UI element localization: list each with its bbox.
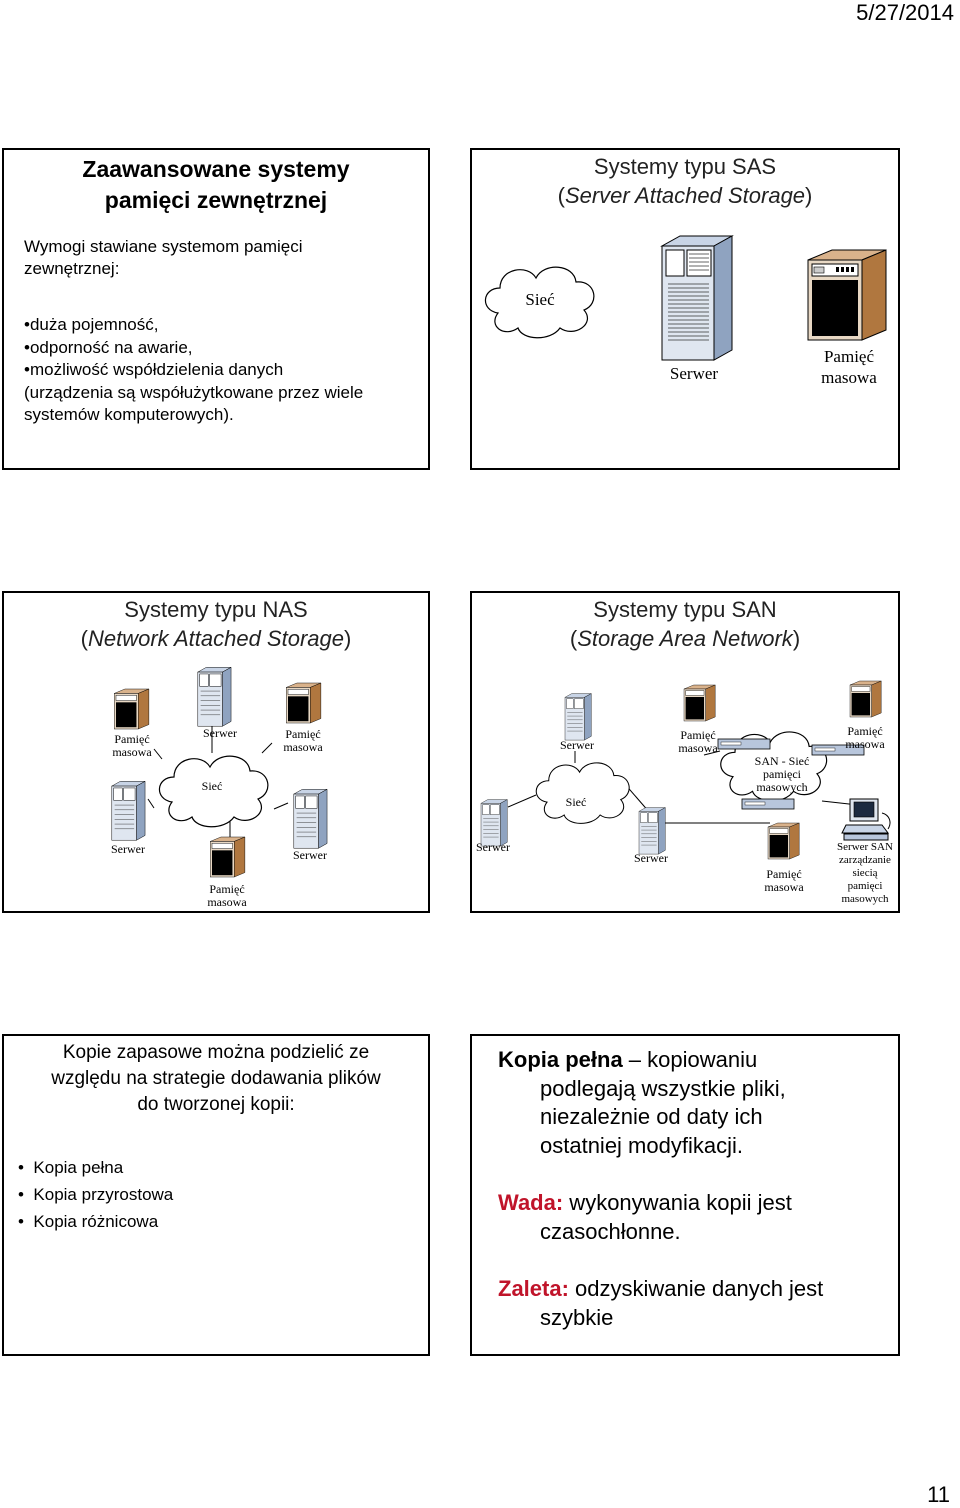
server-tower-icon — [564, 693, 592, 741]
server-tower-icon — [638, 807, 666, 855]
switch-icon — [811, 744, 865, 756]
slide-advanced-storage: Zaawansowane systemy pamięci zewnętrznej… — [2, 148, 430, 470]
server-label: Serwer — [634, 851, 668, 865]
bullet-icon: • — [18, 1212, 34, 1231]
switch-icon — [717, 738, 771, 750]
list-item: •możliwość współdzielenia danych — [24, 360, 284, 379]
server-tower-icon — [660, 235, 734, 361]
network-label: Sieć — [525, 290, 555, 309]
network-label: Sieć — [201, 779, 223, 793]
server-label: Serwer — [203, 726, 237, 740]
storage-cabinet-icon — [210, 836, 246, 878]
server-label: Serwer — [560, 738, 594, 752]
cloud-icon — [484, 266, 595, 339]
slide-san: Systemy typu SAN (Storage Area Network) … — [470, 591, 900, 913]
slide-nas: Systemy typu NAS (Network Attached Stora… — [2, 591, 430, 913]
slide-title: Zaawansowane systemy pamięci zewnętrznej — [82, 156, 350, 213]
date-header: 5/27/2014 — [856, 0, 954, 25]
server-label: Serwer — [476, 840, 510, 854]
slide-title: Kopie zapasowe można podzielić ze względ… — [51, 1042, 381, 1115]
network-label: Sieć — [565, 795, 587, 809]
slide-title: Systemy typu NAS (Network Attached Stora… — [80, 597, 352, 651]
slide-backup-types: Kopie zapasowe można podzielić ze względ… — [2, 1034, 430, 1356]
advantage-text: Zaleta: odzyskiwanie danych jest szybkie — [498, 1276, 824, 1330]
list-item: • Kopia przyrostowa — [18, 1185, 174, 1204]
server-tower-icon — [196, 666, 232, 727]
requirements-list: •duża pojemność, •odporność na awarie, •… — [24, 314, 363, 427]
server-tower-icon — [110, 780, 146, 841]
full-backup-definition: Kopia pełna – kopiowaniu podlegają wszys… — [498, 1047, 786, 1158]
bullet-icon: • — [18, 1185, 34, 1204]
storage-cabinet-icon — [849, 680, 882, 718]
list-item: • Kopia pełna — [18, 1158, 124, 1177]
storage-cabinet-icon — [807, 249, 887, 341]
cloud-icon — [158, 755, 269, 828]
slide-full-backup: Kopia pełna – kopiowaniu podlegają wszys… — [470, 1034, 900, 1356]
cloud-icon — [535, 762, 630, 824]
storage-cabinet-icon — [767, 822, 800, 860]
server-tower-icon — [292, 788, 328, 849]
list-item: systemów komputerowych). — [24, 405, 234, 424]
backup-types-list: • Kopia pełna • Kopia przyrostowa • Kopi… — [18, 1154, 173, 1235]
server-label: Serwer — [669, 364, 719, 383]
slide-title: Systemy typu SAN (Storage Area Network) — [569, 597, 801, 651]
list-item: •duża pojemność, — [24, 315, 159, 334]
switch-icon — [741, 798, 795, 810]
storage-cabinet-icon — [683, 684, 716, 722]
page-number: 11 — [927, 1482, 950, 1507]
intro-text: Wymogi stawiane systemom pamięci zewnętr… — [24, 237, 303, 278]
list-item: • Kopia różnicowa — [18, 1212, 159, 1231]
disadvantage-text: Wada: wykonywania kopii jest czasochłonn… — [498, 1190, 792, 1244]
server-label: Serwer — [111, 842, 145, 856]
server-label: Serwer — [293, 848, 327, 862]
list-item: •odporność na awarie, — [24, 337, 193, 357]
workstation-icon — [841, 798, 891, 841]
slide-title: Systemy typu SAS (Server Attached Storag… — [557, 154, 813, 208]
san-network-label: SAN - Sieć pamięci masowych — [754, 754, 810, 794]
storage-cabinet-icon — [286, 682, 322, 724]
server-tower-icon — [480, 799, 508, 847]
san-management-server-label: Serwer SAN zarządzanie siecią pamięci ma… — [837, 841, 893, 905]
storage-cabinet-icon — [114, 688, 150, 730]
list-item: (urządzenia są współużytkowane przez wie… — [24, 382, 364, 402]
slide-sas: Systemy typu SAS (Server Attached Storag… — [470, 148, 900, 470]
storage-label: Pamięć masowa — [821, 347, 877, 387]
bullet-icon: • — [18, 1158, 34, 1177]
